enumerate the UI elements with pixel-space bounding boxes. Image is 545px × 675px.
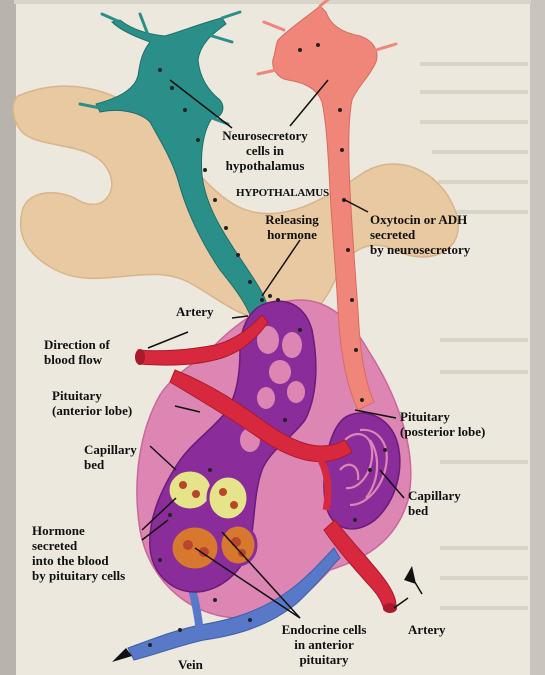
label-releasing-hormone: Releasing hormone xyxy=(256,212,328,242)
label-oxytocin-adh: Oxytocin or ADH secreted by neurosecreto… xyxy=(370,212,470,257)
label-pituitary-anterior: Pituitary (anterior lobe) xyxy=(52,388,132,418)
label-neurosecretory-cells: Neurosecretory cells in hypothalamus xyxy=(206,128,324,173)
label-capillary-bed-right: Capillary bed xyxy=(408,488,461,518)
label-artery-top: Artery xyxy=(176,304,214,319)
label-direction-of-blood-flow: Direction of blood flow xyxy=(44,337,110,367)
label-hormone-secreted: Hormone secreted into the blood by pitui… xyxy=(32,523,125,583)
page-edge-left xyxy=(0,0,16,675)
label-pituitary-posterior: Pituitary (posterior lobe) xyxy=(400,409,485,439)
label-hypothalamus: HYPOTHALAMUS xyxy=(236,186,329,201)
label-capillary-bed-left: Capillary bed xyxy=(84,442,137,472)
label-endocrine-cells: Endocrine cells in anterior pituitary xyxy=(265,622,383,667)
artery-upper-opening xyxy=(135,349,145,365)
label-vein: Vein xyxy=(178,657,203,672)
page-shadow-top xyxy=(14,0,531,4)
page-edge-right xyxy=(530,0,545,675)
label-artery-bottom: Artery xyxy=(408,622,446,637)
